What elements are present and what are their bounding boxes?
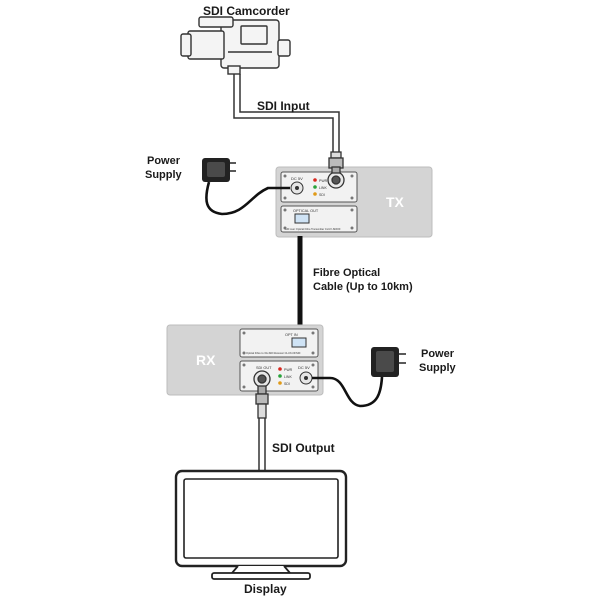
rx-top-panel (239, 328, 319, 358)
tx-bnc-connector-icon (327, 151, 345, 189)
rx-bnc-connector-icon (253, 370, 271, 419)
tx-led-orange-icon (313, 192, 317, 196)
rx-power-adapter-icon (371, 347, 406, 377)
svg-text:PWR: PWR (284, 368, 293, 372)
svg-text:PWR: PWR (319, 179, 328, 183)
tx-power-adapter-icon (202, 158, 236, 182)
camcorder-label: SDI Camcorder (203, 4, 290, 18)
rx-model-text: Optical Fibre to 3G-SDI Receiver CLUX-OF… (246, 351, 301, 355)
display-label: Display (244, 582, 287, 596)
tx-optical-port-icon (294, 213, 310, 224)
tx-led-green-icon (313, 185, 317, 189)
rx-optical-label: OPT IN (285, 333, 298, 337)
rx-led-red-icon (278, 367, 282, 371)
sdi-output-label: SDI Output (272, 441, 335, 455)
svg-text:LINK: LINK (284, 375, 292, 379)
sdi-input-label: SDI Input (257, 99, 310, 113)
rx-label: RX (196, 352, 216, 368)
rx-sdi-out-label: SDI OUT (256, 366, 272, 370)
svg-text:SDI: SDI (319, 193, 325, 197)
fibre-label-line2: Cable (Up to 10km) (313, 281, 413, 293)
tx-power-label-line2: Supply (145, 169, 183, 181)
display-icon (174, 469, 348, 580)
rx-led-green-icon (278, 374, 282, 378)
tx-dc-label: DC 5V (291, 176, 303, 181)
rx-optical-port-icon (291, 337, 307, 348)
fibre-label-line1: Fibre Optical (313, 267, 380, 279)
rx-power-label-line1: Power (421, 348, 455, 360)
tx-optical-label: OPTICAL OUT (293, 209, 319, 213)
rx-power-cable (312, 376, 384, 408)
svg-text:LINK: LINK (319, 186, 327, 190)
sdi-input-cable (233, 74, 334, 153)
camcorder-icon (180, 16, 291, 75)
rx-led-orange-icon (278, 381, 282, 385)
tx-power-label-line1: Power (147, 155, 181, 167)
rx-dc-label: DC 5V (298, 365, 310, 370)
tx-bottom-panel (280, 205, 358, 233)
tx-label: TX (386, 194, 405, 210)
svg-text:SDI: SDI (284, 382, 290, 386)
tx-led-red-icon (313, 178, 317, 182)
rx-power-label-line2: Supply (419, 362, 457, 374)
tx-power-cable (205, 181, 290, 216)
tx-model-text: SDI over Optical Fibre Transmitter CLUX-… (285, 227, 341, 231)
